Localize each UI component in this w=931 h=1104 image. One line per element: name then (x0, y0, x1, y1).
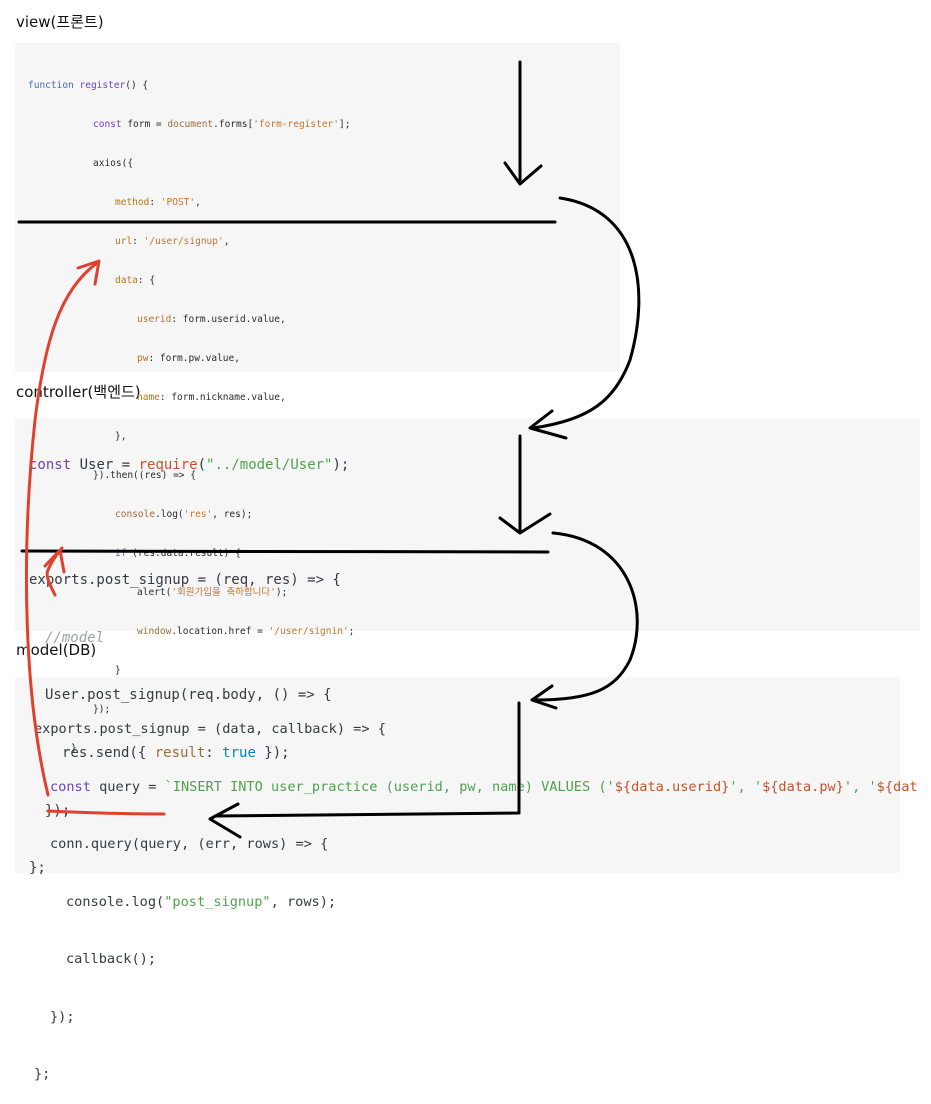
code-line: } (71, 743, 77, 754)
code-line: method: 'POST', (115, 197, 201, 208)
divider-line-controller (20, 549, 550, 554)
model-heading: model(DB) (16, 641, 97, 659)
code-line: const User = require("../model/User"); (29, 457, 350, 473)
code-line: data: { (115, 275, 156, 286)
code-line: pw: form.pw.value, (137, 353, 240, 364)
code-line: const form = document.forms['form-regist… (93, 119, 351, 130)
code-line: console.log("post_signup", rows); (66, 893, 337, 910)
code-line: exports.post_signup = (req, res) => { (29, 572, 341, 589)
code-line: }); (50, 1008, 75, 1025)
code-line: exports.post_signup = (data, callback) =… (34, 721, 386, 737)
callback-underline (46, 809, 166, 816)
code-line: //model (45, 629, 105, 646)
code-line: }); (93, 704, 111, 715)
controller-code-block: const User = require("../model/User"); e… (29, 421, 349, 898)
code-line: }).then((res) => { (93, 470, 196, 481)
view-heading: view(프론트) (16, 13, 104, 31)
return-arrow-to-res-send (43, 546, 66, 597)
curved-arrow-controller-to-model (530, 531, 639, 710)
return-arrow-to-then (24, 259, 101, 797)
code-line: User.post_signup(req.body, () => { (45, 687, 332, 704)
code-line: axios({ (93, 158, 134, 169)
code-line: callback(); (66, 951, 157, 967)
view-code-block: function register() { const form = docum… (28, 55, 354, 768)
code-line: }; (29, 860, 46, 877)
code-line: function register() { (28, 80, 149, 91)
code-line: name: form.nickname.value, (137, 392, 286, 403)
model-code-panel (15, 677, 900, 873)
code-line: window.location.href = '/user/signin'; (137, 626, 355, 637)
down-arrow-icon (503, 60, 543, 186)
code-line: }; (34, 1066, 51, 1082)
divider-line-view (17, 220, 557, 224)
code-line: url: '/user/signup', (115, 236, 230, 247)
down-arrow-icon (498, 434, 552, 535)
controller-code-panel (15, 418, 920, 631)
code-line: conn.query(query, (err, rows) => { (50, 836, 329, 852)
code-line: } (115, 665, 121, 676)
controller-heading: controller(백엔드) (16, 383, 141, 401)
code-line: userid: form.userid.value, (137, 314, 286, 325)
code-line: alert('회원가입을 축하합니다'); (137, 587, 288, 598)
curved-arrow-view-to-controller (528, 196, 641, 440)
code-line: if (res.data.result) { (115, 548, 241, 559)
return-arrow-to-callback (208, 701, 521, 839)
code-line: res.send({ result: true }); (62, 744, 290, 761)
code-line: }, (115, 431, 127, 442)
code-line: console.log('res', res); (115, 509, 253, 520)
annotation-overlay (17, 60, 641, 839)
code-line: const query = `INSERT INTO user_practice… (50, 778, 918, 795)
